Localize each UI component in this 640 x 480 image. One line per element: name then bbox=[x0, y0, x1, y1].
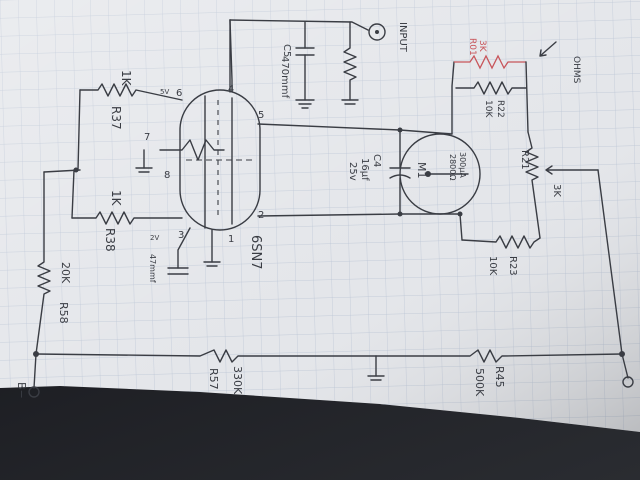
ground-input bbox=[341, 99, 359, 105]
r45-name: R45 bbox=[493, 366, 506, 388]
resistor-red bbox=[454, 54, 526, 70]
c5-name: C5 bbox=[281, 44, 292, 57]
terminal-right bbox=[622, 376, 634, 388]
meter-name: M1 bbox=[415, 162, 428, 179]
resistor-r22 bbox=[455, 81, 527, 95]
r23-name: R23 bbox=[507, 256, 518, 276]
pin-5: 5 bbox=[258, 110, 264, 121]
ground-c5 bbox=[295, 99, 315, 109]
r58-name: R58 bbox=[57, 302, 70, 324]
wire-network-right bbox=[525, 61, 529, 133]
meter-m1 bbox=[399, 133, 481, 215]
pin-1: 1 bbox=[228, 234, 234, 245]
wire-meter-top bbox=[451, 61, 455, 135]
pin-8: 8 bbox=[164, 170, 170, 181]
junction-meter-bottom bbox=[457, 211, 463, 217]
junction-c4-bottom bbox=[397, 211, 403, 217]
wire-right-rail bbox=[597, 169, 629, 379]
r38-name: R38 bbox=[103, 228, 117, 252]
ground-bottom bbox=[367, 375, 385, 381]
c4-value: 16µf bbox=[359, 158, 370, 181]
ground-heater bbox=[135, 167, 153, 173]
r37-value: 1K bbox=[119, 70, 133, 87]
pin-3: 3 bbox=[178, 230, 184, 241]
wire-plate-top bbox=[229, 19, 233, 93]
ohms-label: OHMS bbox=[571, 56, 581, 84]
input-jack bbox=[368, 23, 386, 41]
resistor-r37 bbox=[79, 83, 183, 101]
wire-input-top bbox=[229, 19, 369, 31]
wire-cathode-47 bbox=[177, 227, 191, 269]
meter-pivot bbox=[425, 171, 431, 177]
terminal-b-minus bbox=[28, 386, 40, 398]
pin-2v: 2V bbox=[150, 234, 159, 242]
wire-r38-up bbox=[71, 169, 75, 219]
cap-47-label: 47mmf bbox=[148, 254, 157, 283]
r22-value: 10K bbox=[483, 100, 493, 118]
resistor-r23 bbox=[461, 235, 541, 249]
ground-pin1 bbox=[203, 261, 221, 267]
r57-name: R57 bbox=[207, 368, 220, 390]
r21-name: R21 bbox=[519, 150, 530, 170]
resistor-r38 bbox=[71, 211, 183, 225]
red-r-name: R01 bbox=[467, 38, 477, 56]
r22-name: R22 bbox=[495, 100, 505, 118]
wire-r23-down bbox=[459, 213, 463, 241]
junction-cathode bbox=[73, 167, 79, 173]
r38-value: 1K bbox=[109, 190, 123, 207]
pin-7: 7 bbox=[144, 132, 150, 143]
wire-r37-down bbox=[77, 89, 81, 171]
r37-name: R37 bbox=[109, 106, 123, 130]
c4-name: C4 bbox=[371, 154, 382, 167]
r21-value: 3K bbox=[551, 184, 562, 197]
r58-value: 20K bbox=[59, 262, 72, 284]
input-label: INPUT bbox=[397, 22, 408, 53]
red-r-value: 3K bbox=[477, 40, 487, 53]
tube-label: 6SN7 bbox=[248, 235, 263, 270]
b-minus-label: B− bbox=[15, 382, 28, 399]
c5-value: 470mmf bbox=[279, 56, 290, 99]
pin-6: 6 bbox=[176, 88, 182, 99]
c4-voltage: 25v bbox=[347, 162, 358, 181]
r45-value: 500K bbox=[473, 368, 486, 397]
r21-wiper bbox=[545, 165, 599, 175]
pin-5v: 5V bbox=[160, 88, 169, 96]
tube-envelope bbox=[179, 89, 261, 231]
paper-shade bbox=[0, 0, 640, 432]
capacitor-47mmf bbox=[167, 267, 189, 275]
junction-c4-top bbox=[397, 127, 403, 133]
meter-res: 2800Ω bbox=[448, 154, 457, 180]
pin-4: 4 bbox=[228, 84, 234, 95]
wire-bottom-rail bbox=[35, 349, 623, 363]
resistor-input bbox=[343, 21, 357, 101]
r57-value: 330K bbox=[231, 366, 244, 395]
wire-b-minus bbox=[33, 353, 37, 389]
resistor-r21 bbox=[525, 131, 541, 239]
r23-value: 10K bbox=[487, 256, 498, 276]
resistor-r58 bbox=[35, 171, 51, 355]
ohms-arrow bbox=[539, 41, 557, 57]
meter-spec: 300µA bbox=[458, 152, 467, 178]
